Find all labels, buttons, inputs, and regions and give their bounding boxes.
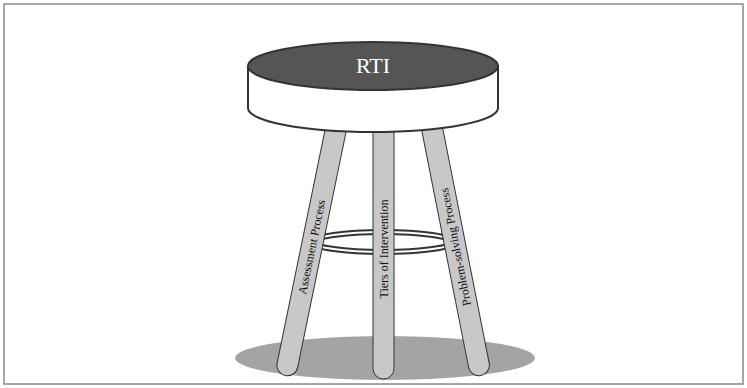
stool-leg: Tiers of Intervention [372,118,394,379]
seat-shape [245,38,501,134]
leg-label: Tiers of Intervention [374,199,392,298]
stool-seat: RTI [245,38,501,134]
frame [4,4,743,384]
seat-label: RTI [245,53,501,79]
